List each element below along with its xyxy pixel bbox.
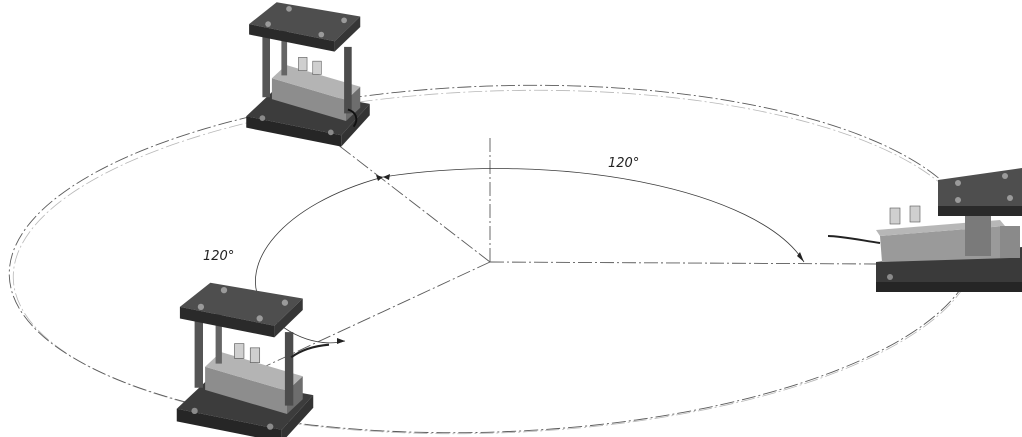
mount-top-left xyxy=(245,1,371,148)
arrowhead-lower-left xyxy=(337,338,345,344)
outer-bolt-circle xyxy=(8,84,978,434)
arrowhead-right xyxy=(797,252,804,262)
angle-label-left: 120° xyxy=(203,249,235,264)
mount-bottom-left xyxy=(176,282,330,437)
mount-right xyxy=(827,168,1022,292)
centerline-upper-left xyxy=(332,140,491,263)
dimension-arc-right xyxy=(382,168,805,263)
outer-circle-shadow xyxy=(12,89,978,435)
centerline-lower-left xyxy=(239,261,491,379)
angle-label-right: 120° xyxy=(608,156,640,171)
arrowhead-top-right xyxy=(383,174,390,180)
centerline-right xyxy=(489,261,881,265)
arrowhead-top-left xyxy=(376,175,383,181)
